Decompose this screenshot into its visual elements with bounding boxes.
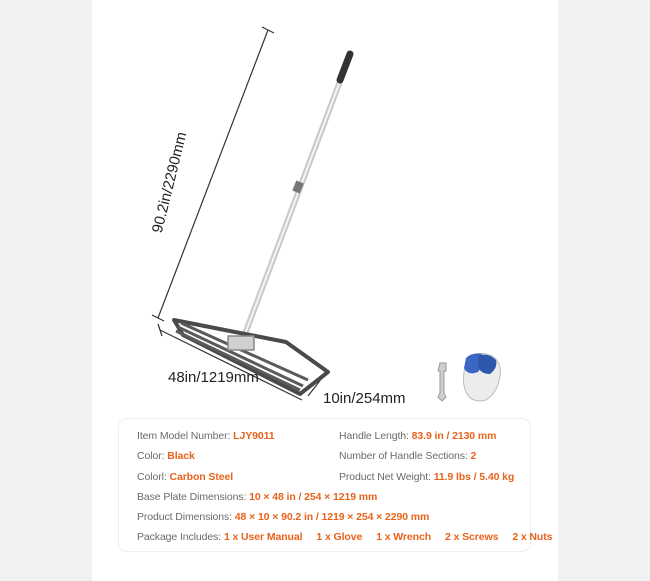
spec-label: Base Plate Dimensions: [137,491,250,503]
glove-icon [462,352,501,402]
spec-net-weight: Product Net Weight: 11.9 lbs / 5.40 kg [339,471,514,483]
package-item: 1 x User Manual [223,531,303,543]
handle [239,50,354,345]
spec-label: Color: [137,450,168,462]
spec-label: Package Includes: [137,531,224,543]
spec-value: 2 [470,450,477,462]
spec-model-number: Item Model Number: LJY9011 [137,430,275,442]
package-item: 1 x Wrench [376,531,432,543]
product-illustration [151,26,501,402]
package-item: 1 x Glove [316,531,363,543]
spec-label: Product Net Weight: [339,471,434,483]
spec-value: LJY9011 [233,430,275,442]
spec-material: Colorl: Carbon Steel [137,471,233,483]
spec-label: Number of Handle Sections: [339,450,471,462]
spec-product-dimensions: Product Dimensions: 48 × 10 × 90.2 in / … [137,511,429,523]
spec-value: 11.9 lbs / 5.40 kg [433,471,515,483]
spec-value: 83.9 in / 2130 mm [411,430,497,442]
spec-handle-length: Handle Length: 83.9 in / 2130 mm [339,430,496,442]
spec-value: 48 × 10 × 90.2 in / 1219 × 254 × 2290 mm [234,511,430,523]
package-item: 2 x Screws [445,531,499,543]
spec-handle-sections: Number of Handle Sections: 2 [339,450,476,462]
spec-package-includes: Package Includes: 1 x User Manual 1 x Glo… [137,531,552,543]
spec-base-plate-dimensions: Base Plate Dimensions: 10 × 48 in / 254 … [137,491,377,503]
wrench-icon [437,362,447,402]
spec-value: 10 × 48 in / 254 × 1219 mm [249,491,378,503]
height-dimension-line [151,26,275,322]
length-dimension-line [157,323,303,401]
spec-label: Product Dimensions: [137,511,235,523]
package-item: 2 x Nuts [512,531,553,543]
spec-color: Color: Black [137,450,195,462]
spec-label: Colorl: [137,471,170,483]
spec-value: Carbon Steel [169,471,234,483]
length-dimension-label: 48in/1219mm [168,369,259,386]
specifications-panel [119,419,530,551]
spec-label: Item Model Number: [137,430,234,442]
spec-value: Black [167,450,195,462]
width-dimension-label: 10in/254mm [323,390,406,407]
spec-label: Handle Length: [339,430,412,442]
leveling-rake-frame [172,318,330,396]
